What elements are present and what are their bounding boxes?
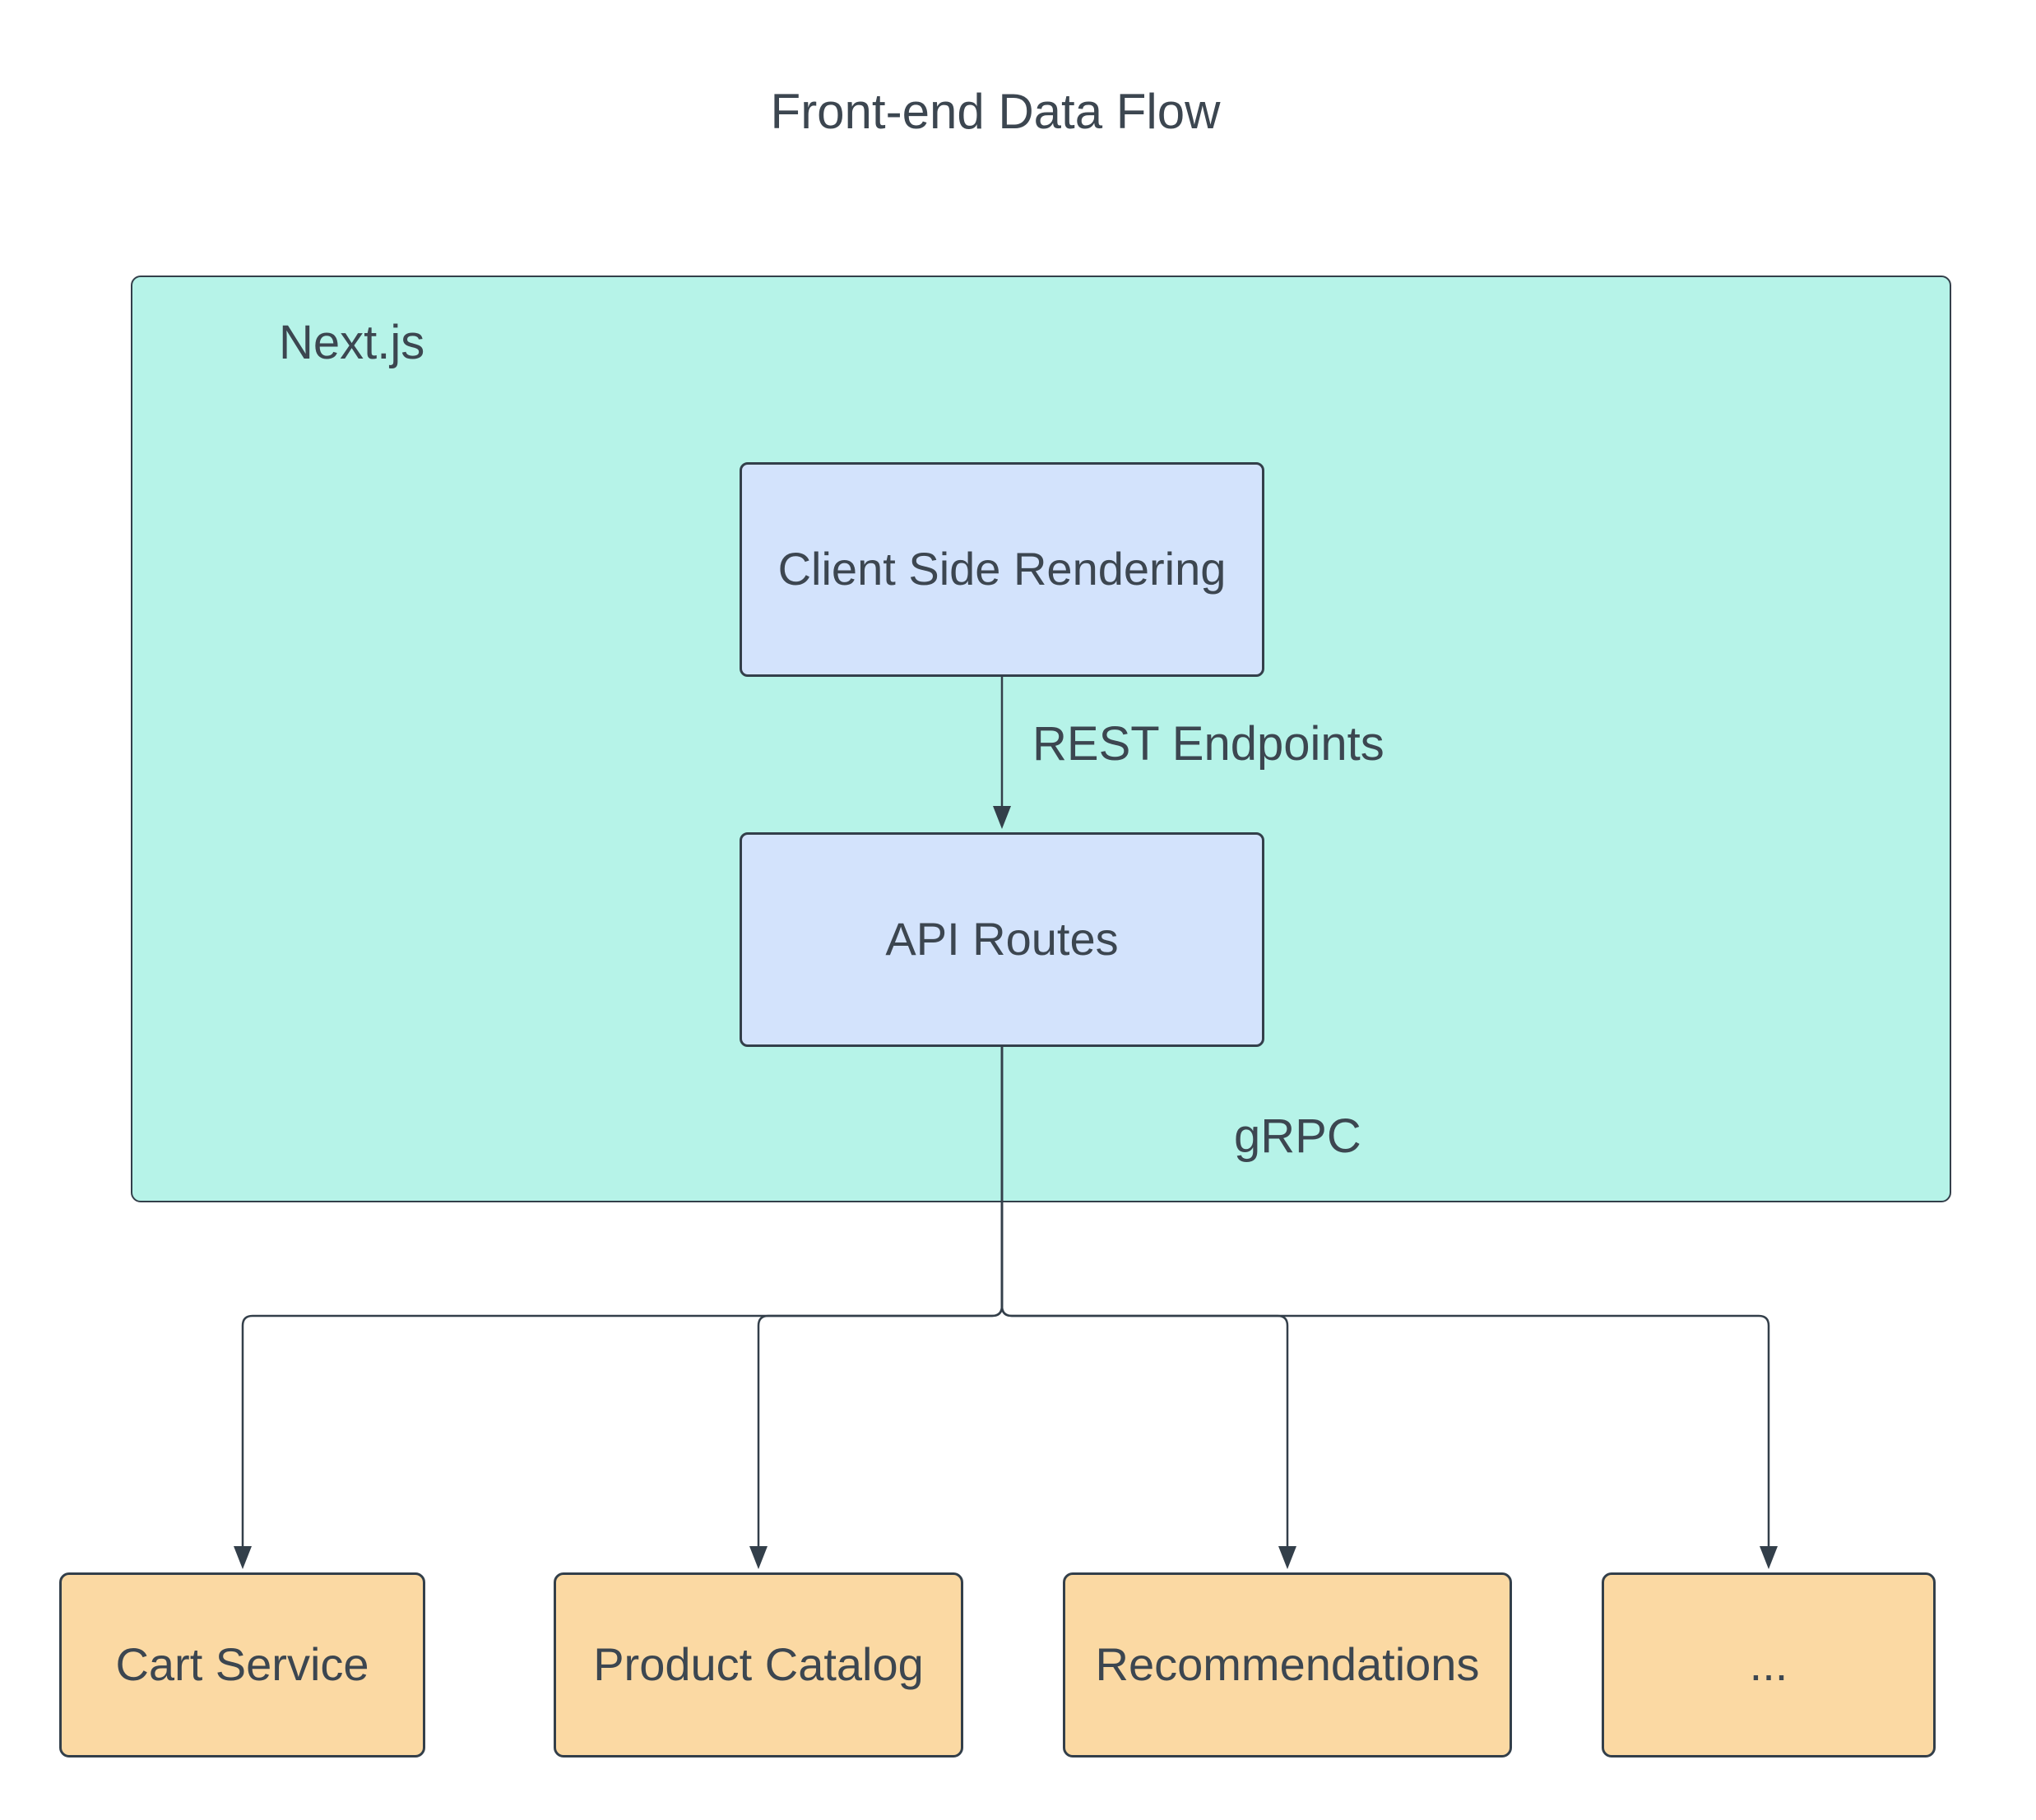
- diagram-title: Front-end Data Flow: [770, 84, 1221, 139]
- node-cart-service-label: Cart Service: [115, 1638, 369, 1691]
- node-recommendations: Recommendations: [1063, 1572, 1512, 1757]
- node-product-catalog: Product Catalog: [554, 1572, 963, 1757]
- edge-label-grpc: gRPC: [1234, 1109, 1361, 1163]
- edge-api-to-recommendations-arrowhead: [1278, 1546, 1296, 1569]
- node-recommendations-label: Recommendations: [1095, 1638, 1480, 1691]
- node-client-side-rendering-label: Client Side Rendering: [777, 543, 1227, 595]
- node-api-routes-label: API Routes: [885, 913, 1119, 966]
- node-other-services: ...: [1602, 1572, 1936, 1757]
- node-api-routes: API Routes: [740, 832, 1264, 1047]
- node-client-side-rendering: Client Side Rendering: [740, 462, 1264, 677]
- node-product-catalog-label: Product Catalog: [593, 1638, 924, 1691]
- edge-label-rest-endpoints: REST Endpoints: [1032, 717, 1384, 771]
- node-cart-service: Cart Service: [59, 1572, 425, 1757]
- container-nextjs-label: Next.js: [279, 316, 425, 369]
- edge-api-to-cart-arrowhead: [234, 1546, 252, 1569]
- edge-api-to-other-arrowhead: [1760, 1546, 1778, 1569]
- node-other-services-label: ...: [1749, 1638, 1788, 1691]
- edge-api-to-catalog-arrowhead: [749, 1546, 768, 1569]
